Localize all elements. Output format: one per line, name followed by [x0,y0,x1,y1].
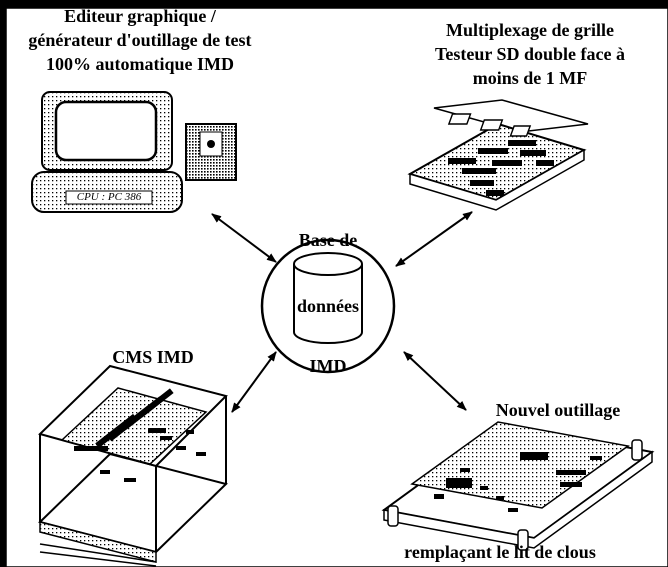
new-tooling-icon [381,421,655,551]
tester-label-line3: moins de 1 MF [472,68,588,88]
database-label-bottom: IMD [309,356,347,376]
tester-label: Multiplexage de grille Testeur SD double… [396,18,664,90]
link-arrows [211,211,473,413]
arrow-tooling-database [403,351,467,411]
cms-label: CMS IMD [112,347,194,367]
database-cylinder-icon [293,252,363,344]
arrow-tester-database [395,211,473,267]
tester-label-line2: Testeur SD double face à [434,44,625,64]
tooling-label: Nouvel outillage [495,400,621,420]
editor-label-line1: Editeur graphique / [64,6,216,26]
database-label-top: Base de [298,230,358,250]
arrow-cms-database [231,351,277,413]
cpu-label: CPU : PC 386 [76,191,142,203]
tester-label-line1: Multiplexage de grille [446,20,614,40]
grid-test-board-icon [407,99,589,211]
computer-icon [31,91,183,213]
arrow-editor-database [211,213,277,263]
database-label-middle: données [296,296,359,316]
editor-label-line3: 100% automatique IMD [46,54,234,74]
floppy-disk-icon [185,123,237,181]
cms-board-icon [38,364,228,567]
tooling-caption: remplaçant le lit de clous [404,542,596,562]
editor-label-line2: générateur d'outillage de test [28,30,252,50]
editor-label: Editeur graphique / générateur d'outilla… [12,4,268,76]
